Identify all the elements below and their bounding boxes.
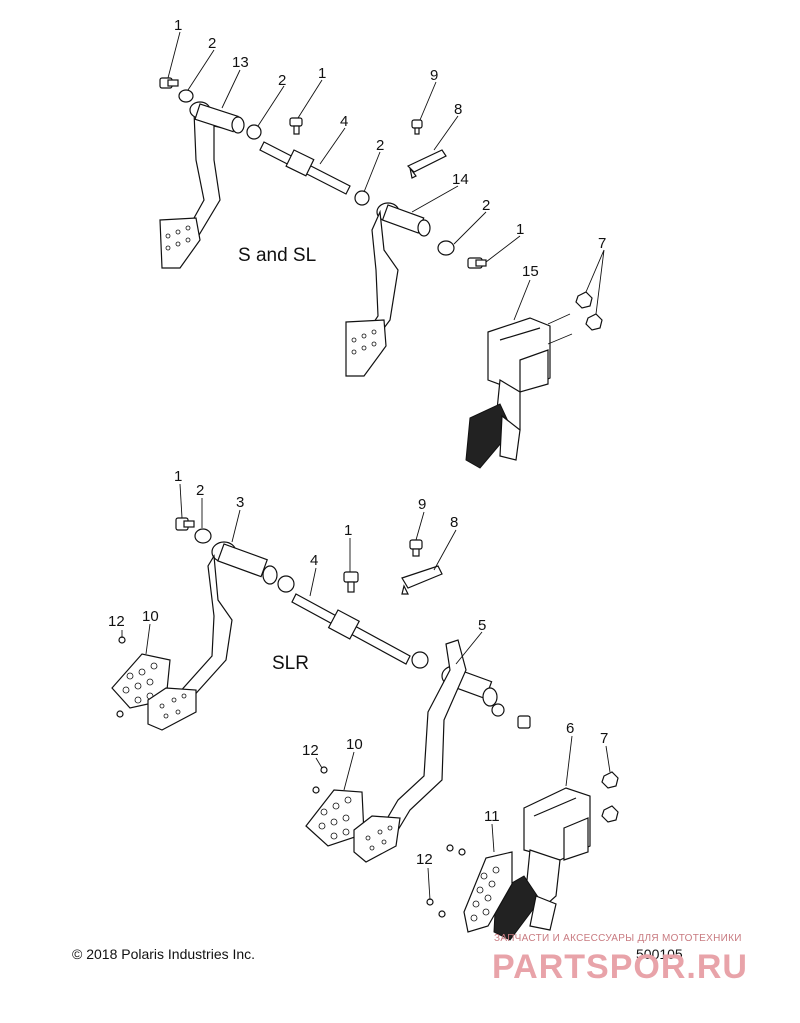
washer-part-2h (491, 703, 505, 717)
callout-bottom-10: 5 (478, 617, 486, 634)
callout-bottom-13: 6 (566, 720, 574, 737)
callout-top-11: 2 (482, 197, 490, 214)
callout-bottom-12: 10 (346, 736, 363, 753)
callout-top-13: 15 (522, 263, 539, 280)
pivot-shaft-part-4b (291, 593, 411, 665)
callout-bottom-6: 9 (418, 496, 426, 513)
washer-part-2g (411, 651, 429, 669)
callout-bottom-11: 12 (302, 742, 319, 759)
washer-part-2c (354, 190, 370, 206)
screw-part-12b (116, 710, 124, 718)
throttle-pedal-part-6 (493, 787, 591, 941)
bracket-part-8b (401, 565, 443, 595)
top-assembly (159, 31, 605, 469)
callout-bottom-16: 12 (416, 851, 433, 868)
bolt-part-1d (175, 517, 195, 531)
callout-top-2: 2 (208, 35, 216, 52)
callout-bottom-14: 7 (600, 730, 608, 747)
callout-bottom-5: 1 (344, 522, 352, 539)
washer-part-2 (178, 89, 194, 103)
callout-top-8: 8 (454, 101, 462, 118)
washer-part-2e (194, 528, 212, 544)
copyright-text: © 2018 Polaris Industries Inc. (72, 946, 255, 962)
callouts-bottom: 1 2 3 4 1 9 8 12 10 5 12 10 6 7 11 12 (108, 468, 608, 868)
pedal-pad-part-11 (463, 851, 513, 933)
top-callout-leaders (167, 31, 605, 321)
bolt-part-1e (343, 571, 359, 593)
washer-part-2f (277, 575, 295, 593)
screw-part-12e (446, 844, 454, 852)
callout-top-3: 13 (232, 54, 249, 71)
pivot-shaft-part-4 (259, 141, 351, 195)
bolt-part-1c (467, 257, 487, 269)
screw-part-12d (312, 786, 320, 794)
screw-part-12c (320, 766, 328, 774)
bolt-part-1 (159, 77, 179, 89)
washer-part-2b (246, 124, 262, 140)
bottom-callout-leaders (121, 483, 611, 901)
callout-bottom-7: 8 (450, 514, 458, 531)
clutch-pedal-arm-part-14 (345, 202, 431, 377)
bolt-part-1f (517, 715, 531, 729)
callout-top-14: 7 (598, 235, 606, 252)
pedal-arm-part-3 (177, 541, 278, 701)
callout-top-12: 1 (516, 221, 524, 238)
section-label-slr: SLR (272, 653, 309, 674)
callout-bottom-3: 3 (236, 494, 244, 511)
callout-top-4: 2 (278, 72, 286, 89)
bottom-assembly (111, 483, 619, 941)
callout-bottom-9: 10 (142, 608, 159, 625)
section-label-s-and-sl: S and SL (238, 245, 316, 266)
callout-top-7: 9 (430, 67, 438, 84)
watermark-tagline: ЗАПЧАСТИ И АКСЕССУАРЫ ДЛЯ МОТОТЕХНИКИ (494, 933, 742, 944)
bracket-part-8 (406, 149, 447, 179)
bolt-part-1b (289, 117, 303, 135)
screw-part-12f (458, 848, 466, 856)
diagram-number: 500105 (636, 946, 683, 962)
callout-bottom-2: 2 (196, 482, 204, 499)
bolt-part-9b (409, 539, 423, 557)
callout-top-5: 1 (318, 65, 326, 82)
screw-part-12h (438, 910, 446, 918)
throttle-pedal-part-15 (465, 317, 551, 469)
washer-part-2d (437, 240, 455, 256)
nut-part-7b (601, 771, 619, 823)
callout-bottom-8: 12 (108, 613, 125, 630)
nut-part-7 (575, 291, 603, 331)
pedal-arm-part-5 (377, 639, 498, 841)
callout-top-6: 4 (340, 113, 348, 130)
brake-pedal-arm-part-13 (159, 101, 245, 269)
callouts-top: 1 2 13 2 1 4 9 8 2 14 2 1 15 7 (174, 17, 606, 280)
callout-bottom-15: 11 (484, 808, 500, 825)
pedal-pad-part-10b (305, 789, 401, 863)
watermark-brand: PARTSPOR.RU (492, 948, 748, 986)
callout-bottom-1: 1 (174, 468, 182, 485)
pedal-pad-part-10 (111, 653, 197, 731)
callout-bottom-4: 4 (310, 552, 318, 569)
callout-top-10: 14 (452, 171, 469, 188)
bolt-part-9 (411, 119, 423, 135)
callout-top-9: 2 (376, 137, 384, 154)
callout-top-1: 1 (174, 17, 182, 34)
